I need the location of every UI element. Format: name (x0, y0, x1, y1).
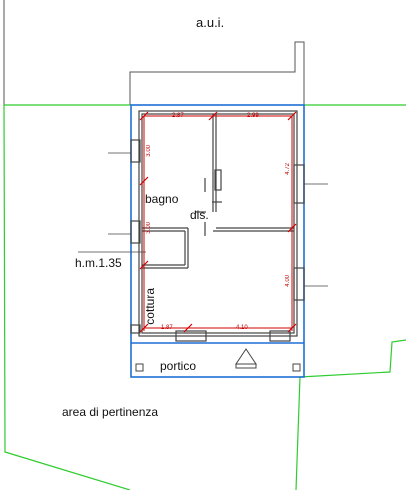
property-boundary (3, 104, 406, 490)
aui-label: a.u.i. (196, 15, 225, 30)
area-label: area di pertinenza (62, 405, 159, 419)
dimension-bottom-left: 1.87 (161, 325, 173, 331)
neighbour-unit-outline (3, 0, 305, 105)
dimension-left-upper: 3.00 (146, 145, 152, 157)
dimension-lines (143, 115, 293, 331)
cottura-label: cottura (143, 288, 157, 325)
portico-structure (135, 348, 301, 372)
dimension-ticks (139, 111, 297, 333)
dimension-right-lower: 4.00 (285, 275, 291, 287)
portico-label: portico (160, 359, 197, 373)
dimension-top-right: 2.99 (247, 113, 259, 119)
dimension-bottom-right: 4.10 (236, 325, 248, 331)
dimension-right-upper: 4.72 (285, 163, 291, 175)
height-label: h.m.1.35 (75, 256, 122, 270)
walls (130, 110, 305, 342)
dimension-left-middle: 3.00 (146, 222, 152, 234)
bagno-label: bagno (145, 192, 179, 206)
dimension-top-left: 2.87 (172, 113, 184, 119)
dis-label: dis. (190, 208, 209, 222)
leader-lines (78, 152, 328, 287)
